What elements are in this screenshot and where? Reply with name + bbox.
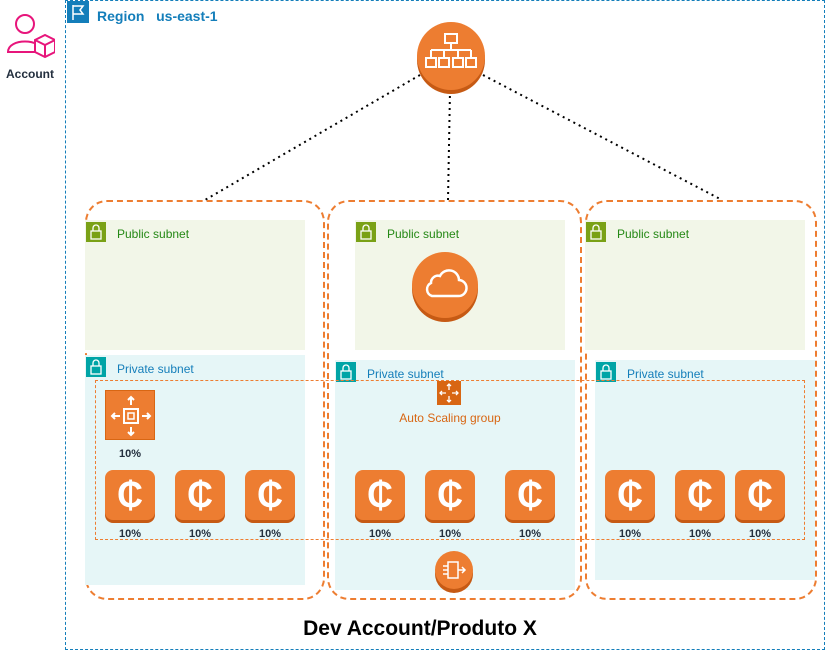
auto-scaling-group bbox=[95, 380, 805, 540]
lock-icon bbox=[86, 222, 106, 242]
ec2-instance-icon: ₵ bbox=[425, 470, 475, 520]
instance-glyph: ₵ bbox=[517, 474, 543, 515]
instance-glyph: ₵ bbox=[437, 474, 463, 515]
instance-glyph: ₵ bbox=[187, 474, 213, 515]
instance-percentage: 10% bbox=[188, 528, 212, 540]
ec2-instance-icon: ₵ bbox=[245, 470, 295, 520]
ec2-instance-icon: ₵ bbox=[505, 470, 555, 520]
public-subnet-label: Public subnet bbox=[617, 227, 690, 241]
ec2-instance-icon: ₵ bbox=[175, 470, 225, 520]
public-subnet-label: Public subnet bbox=[117, 227, 190, 241]
instance-glyph: ₵ bbox=[617, 474, 643, 515]
nat-gateway-icon bbox=[435, 551, 473, 589]
load-balancer-icon bbox=[417, 22, 485, 90]
auto-scaling-icon bbox=[437, 381, 461, 405]
instance-glyph: ₵ bbox=[747, 474, 773, 515]
instance-percentage: 10% bbox=[618, 528, 642, 540]
instance-percentage: 10% bbox=[748, 528, 772, 540]
scaling-node-percentage: 10% bbox=[118, 448, 142, 460]
lock-icon bbox=[86, 357, 106, 377]
region-boundary bbox=[65, 0, 825, 650]
public-subnet-label: Public subnet bbox=[387, 227, 460, 241]
lock-icon bbox=[596, 362, 616, 382]
private-subnet-label: Private subnet bbox=[627, 367, 704, 381]
instance-percentage: 10% bbox=[258, 528, 282, 540]
private-subnet-label: Private subnet bbox=[117, 362, 194, 376]
diagram-title: Dev Account/Produto X bbox=[303, 617, 537, 640]
region-label: Region us-east-1 bbox=[97, 8, 218, 24]
instance-glyph: ₵ bbox=[257, 474, 283, 515]
instance-percentage: 10% bbox=[518, 528, 542, 540]
ec2-instance-icon: ₵ bbox=[105, 470, 155, 520]
ec2-instance-icon: ₵ bbox=[605, 470, 655, 520]
instance-percentage: 10% bbox=[118, 528, 142, 540]
instance-glyph: ₵ bbox=[117, 474, 143, 515]
lock-icon bbox=[586, 222, 606, 242]
lock-icon bbox=[336, 362, 356, 382]
lock-icon bbox=[356, 222, 376, 242]
private-subnet-label: Private subnet bbox=[367, 367, 444, 381]
ec2-instance-icon: ₵ bbox=[675, 470, 725, 520]
public-subnet-3 bbox=[585, 220, 805, 350]
public-subnet-1 bbox=[85, 220, 305, 350]
account-label: Account bbox=[6, 67, 54, 81]
ec2-instance-icon: ₵ bbox=[735, 470, 785, 520]
availability-zone-2 bbox=[327, 200, 582, 600]
instance-percentage: 10% bbox=[688, 528, 712, 540]
internet-gateway-icon bbox=[412, 252, 478, 318]
availability-zone-3 bbox=[585, 200, 817, 600]
auto-scaling-group-label: Auto Scaling group bbox=[399, 411, 501, 425]
ec2-instance-icon: ₵ bbox=[355, 470, 405, 520]
instance-percentage: 10% bbox=[368, 528, 392, 540]
instance-percentage: 10% bbox=[438, 528, 462, 540]
instance-glyph: ₵ bbox=[687, 474, 713, 515]
instance-glyph: ₵ bbox=[367, 474, 393, 515]
region-flag-icon bbox=[67, 1, 89, 23]
ec2-auto-scaling-icon bbox=[105, 390, 155, 440]
